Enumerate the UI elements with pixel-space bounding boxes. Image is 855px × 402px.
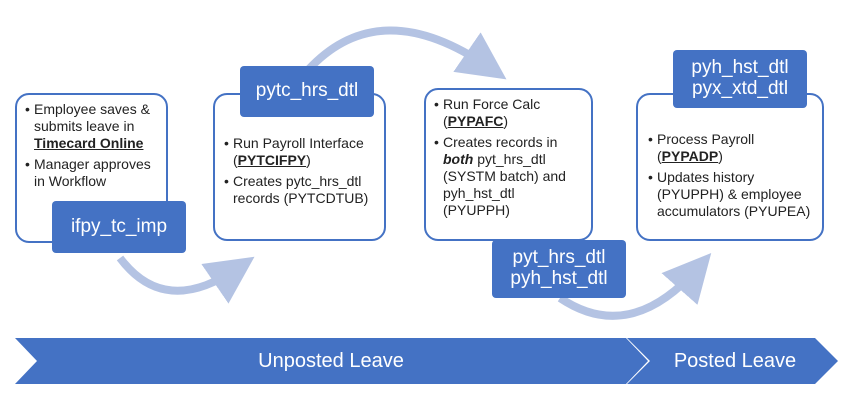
table-pytc-hrs-dtl: pytc_hrs_dtl — [240, 66, 374, 117]
step4-bullet-1: Process Payroll (PYPADP) — [648, 131, 816, 165]
step1-box: Employee saves & submits leave in Timeca… — [15, 93, 168, 243]
unposted-leave-label: Unposted Leave — [258, 349, 404, 372]
arrow-step3-to-step4 — [557, 253, 712, 320]
step3-bullet-2: Creates records in both pyt_hrs_dtl (SYS… — [434, 134, 585, 219]
step4-bullet-2: Updates history (PYUPPH) & employee accu… — [648, 169, 816, 220]
table-pyx-xtd-dtl: pyx_xtd_dtl — [691, 78, 789, 99]
arrow-step1-to-step2 — [116, 255, 255, 304]
step1-bullet-2: Manager approves in Workflow — [25, 156, 160, 190]
step1-bullet-1: Employee saves & submits leave in Timeca… — [25, 101, 160, 152]
step3-bullet-1: Run Force Calc (PYPAFC) — [434, 96, 585, 130]
tables-pyt-pyh: pyt_hrs_dtl pyh_hst_dtl — [492, 240, 626, 298]
step2-box: Run Payroll Interface (PYTCIFPY) Creates… — [213, 93, 386, 241]
table-ifpy-tc-imp: ifpy_tc_imp — [52, 201, 186, 253]
table-pyh-hst-dtl: pyh_hst_dtl — [510, 268, 608, 289]
unposted-chevron — [15, 338, 648, 384]
arrow-step2-to-step3 — [305, 26, 507, 80]
step2-bullet-2: Creates pytc_hrs_dtl records (PYTCDTUB) — [224, 173, 378, 207]
step4-box: Process Payroll (PYPADP) Updates history… — [636, 93, 824, 241]
table-pyt-hrs-dtl: pyt_hrs_dtl — [512, 247, 606, 268]
tables-pyh-pyx: pyh_hst_dtl pyx_xtd_dtl — [673, 50, 807, 108]
posted-chevron — [627, 338, 838, 384]
step3-box: Run Force Calc (PYPAFC) Creates records … — [424, 88, 593, 241]
step2-bullet-1: Run Payroll Interface (PYTCIFPY) — [224, 135, 378, 169]
posted-leave-label: Posted Leave — [673, 349, 797, 372]
table-pyh-hst-dtl: pyh_hst_dtl — [691, 57, 789, 78]
